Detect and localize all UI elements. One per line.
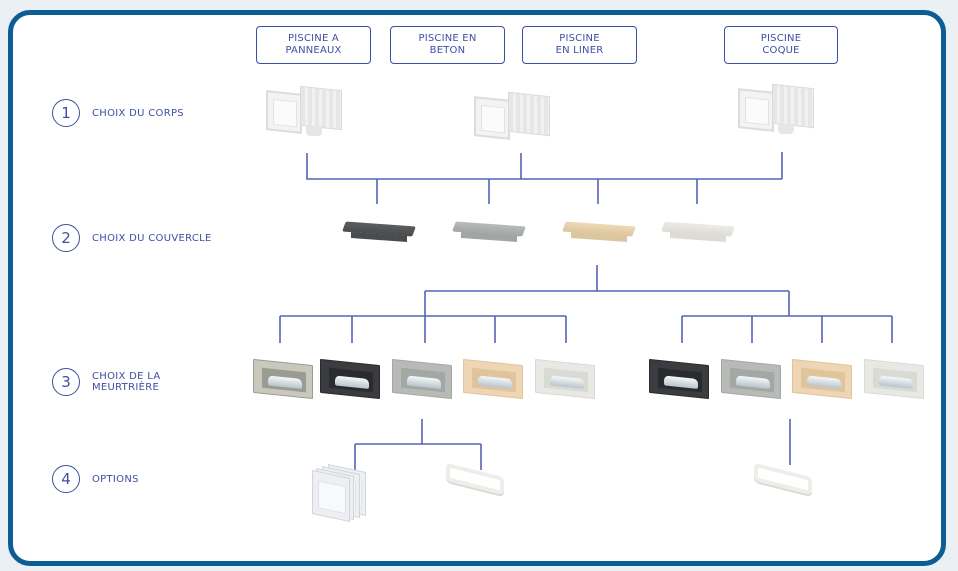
connector-lid-sable <box>424 265 790 316</box>
skimmer-body-coque[interactable] <box>738 83 818 134</box>
weir-b-sable[interactable] <box>792 358 854 400</box>
lid-sable[interactable] <box>562 221 637 244</box>
step-number-2: 2 <box>52 224 80 252</box>
step-number-4: 4 <box>52 465 80 493</box>
weir-a-blanc[interactable] <box>535 358 597 400</box>
step-2: 2 CHOIX DU COUVERCLE <box>52 224 212 252</box>
step-3: 3 CHOIX DE LA MEURTRIÈRE <box>52 368 161 396</box>
weir-a-anthracite[interactable] <box>320 358 382 400</box>
connector-options-a <box>354 419 482 470</box>
pool-type-panneaux[interactable]: PISCINE A PANNEAUX <box>256 26 371 64</box>
step-label-2: CHOIX DU COUVERCLE <box>92 232 212 244</box>
connector-weirs-b <box>681 315 893 343</box>
connector-weirs-a <box>279 315 567 343</box>
skimmer-body-panneaux[interactable] <box>266 85 346 136</box>
step-label-1: CHOIX DU CORPS <box>92 107 184 119</box>
option-extension[interactable] <box>312 463 370 523</box>
step-1: 1 CHOIX DU CORPS <box>52 99 184 127</box>
step-label-3: CHOIX DE LA MEURTRIÈRE <box>92 371 161 393</box>
lid-blanc[interactable] <box>661 221 736 244</box>
step-number-3: 3 <box>52 368 80 396</box>
option-adapter-ring-b[interactable] <box>752 462 816 498</box>
weir-a-gris[interactable] <box>392 358 454 400</box>
lid-anthracite[interactable] <box>342 221 417 244</box>
weir-b-gris[interactable] <box>721 358 783 400</box>
pool-type-beton[interactable]: PISCINE EN BETON <box>390 26 505 64</box>
option-adapter-ring-a[interactable] <box>444 462 508 498</box>
connector-to-lids <box>376 179 698 204</box>
weir-a-sable[interactable] <box>463 358 525 400</box>
step-label-4: OPTIONS <box>92 473 139 485</box>
weir-b-blanc[interactable] <box>864 358 926 400</box>
lid-gris[interactable] <box>452 221 527 244</box>
skimmer-body-beton-liner[interactable] <box>474 91 554 142</box>
connector-bodies-bus <box>306 152 783 180</box>
pool-type-liner[interactable]: PISCINE EN LINER <box>522 26 637 64</box>
weir-a-inox-beige[interactable] <box>253 358 315 400</box>
weir-b-anthracite[interactable] <box>649 358 711 400</box>
step-number-1: 1 <box>52 99 80 127</box>
pool-type-coque[interactable]: PISCINE COQUE <box>724 26 838 64</box>
step-4: 4 OPTIONS <box>52 465 139 493</box>
